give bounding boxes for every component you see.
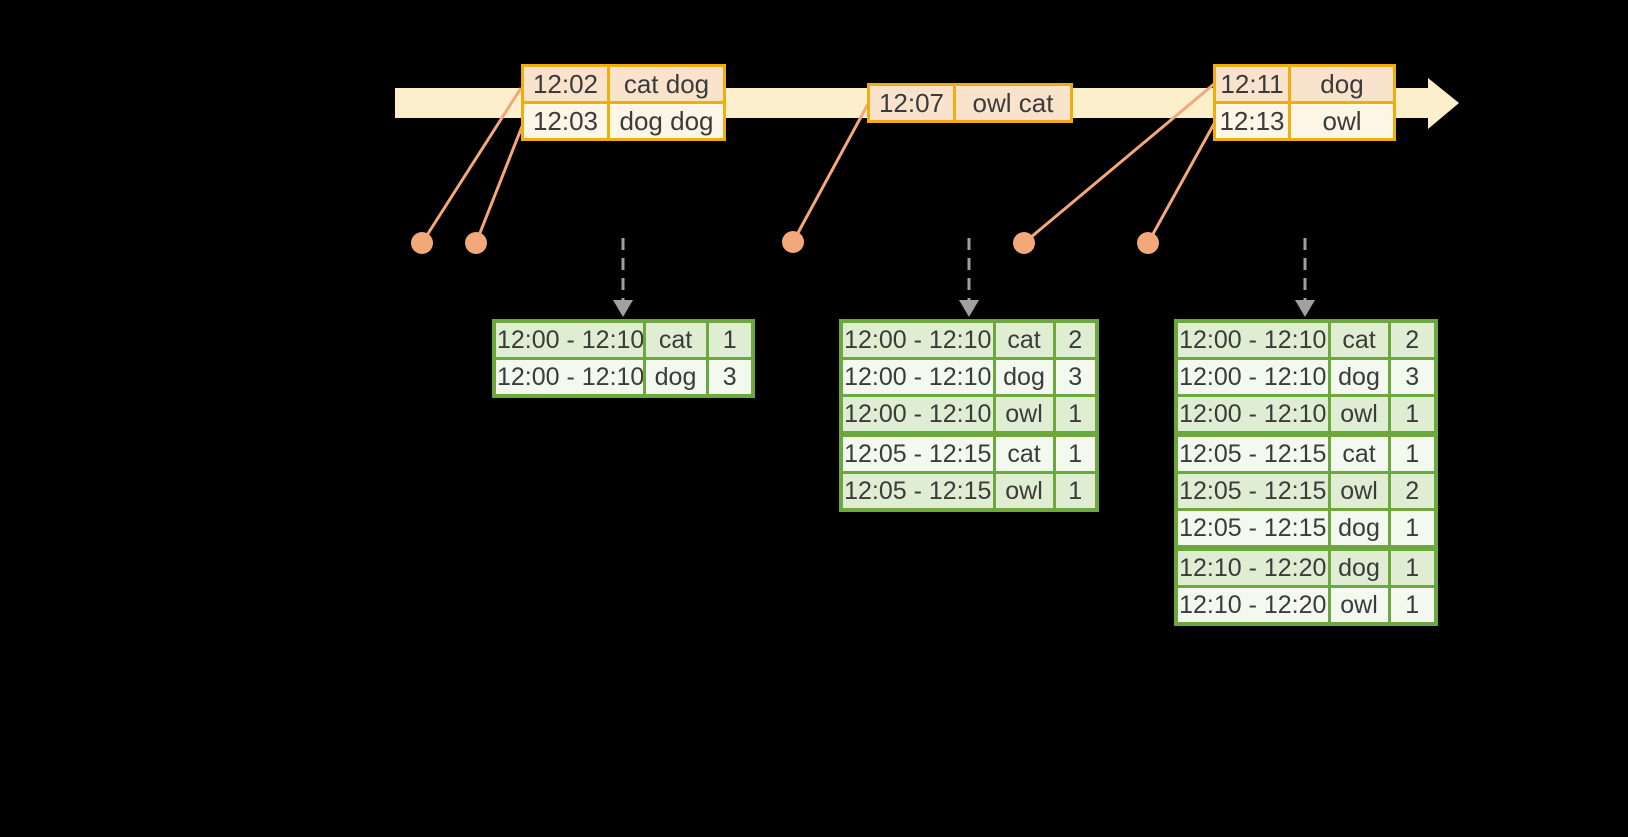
table-cell: 1	[1052, 431, 1099, 474]
table-cell: 12:00 - 12:10	[839, 357, 996, 397]
table-cell: 12:00 - 12:10	[1174, 394, 1331, 436]
table-cell: owl	[992, 394, 1056, 436]
table-cell: 2	[1387, 471, 1438, 511]
table-cell: 1	[1052, 471, 1099, 512]
table-cell: 1	[1387, 545, 1438, 588]
event-connector-line	[474, 123, 525, 244]
table-cell: cat	[642, 319, 709, 360]
table-cell: cat	[992, 431, 1056, 474]
table-cell: 3	[705, 357, 755, 398]
event-dot	[465, 232, 487, 254]
table-cell: 12:05 - 12:15	[1174, 508, 1331, 550]
table-cell: cat	[992, 319, 1056, 360]
table-cell: dog	[992, 357, 1056, 397]
table-cell: owl	[1327, 394, 1391, 436]
trigger-arrowhead-icon	[1295, 300, 1315, 317]
event-dot	[782, 231, 804, 253]
event-dot	[411, 232, 433, 254]
table-cell: 3	[1387, 357, 1438, 397]
table-cell: cat dog	[607, 64, 726, 104]
table-cell: owl	[1288, 101, 1396, 141]
table-cell: 12:02	[521, 64, 610, 104]
table-cell: 2	[1052, 319, 1099, 360]
table-cell: 12:00 - 12:10	[1174, 319, 1331, 360]
table-cell: 12:05 - 12:15	[1174, 431, 1331, 474]
table-cell: 12:05 - 12:15	[1174, 471, 1331, 511]
table-cell: dog dog	[607, 101, 726, 141]
table-cell: dog	[1327, 357, 1391, 397]
table-cell: 12:11	[1213, 64, 1291, 104]
table-cell: 12:00 - 12:10	[839, 319, 996, 360]
table-cell: cat	[1327, 431, 1391, 474]
event-connector-line	[420, 87, 523, 244]
table-cell: 12:13	[1213, 101, 1291, 141]
event-connector-line	[1023, 82, 1215, 245]
table-cell: owl	[1327, 585, 1391, 626]
event-dot	[1137, 232, 1159, 254]
table-cell: owl cat	[953, 83, 1073, 123]
table-cell: 12:07	[867, 83, 956, 123]
table-cell: 2	[1387, 319, 1438, 360]
table-cell: 12:10 - 12:20	[1174, 545, 1331, 588]
table-cell: 1	[705, 319, 755, 360]
table-cell: 12:00 - 12:10	[492, 357, 646, 398]
table-cell: dog	[1288, 64, 1396, 104]
trigger-arrowhead-icon	[613, 300, 633, 317]
table-cell: dog	[1327, 545, 1391, 588]
event-connector-line	[1146, 121, 1217, 244]
table-cell: 12:05 - 12:15	[839, 471, 996, 512]
table-cell: 12:05 - 12:15	[839, 431, 996, 474]
table-cell: 1	[1387, 585, 1438, 626]
table-cell: dog	[642, 357, 709, 398]
event-connector-line	[791, 103, 870, 243]
table-cell: owl	[992, 471, 1056, 512]
trigger-arrowhead-icon	[959, 300, 979, 317]
table-cell: 1	[1052, 394, 1099, 436]
table-cell: 12:00 - 12:10	[1174, 357, 1331, 397]
table-cell: 12:00 - 12:10	[839, 394, 996, 436]
table-cell: 3	[1052, 357, 1099, 397]
table-cell: 12:03	[521, 101, 610, 141]
event-dot	[1013, 232, 1035, 254]
table-cell: 1	[1387, 394, 1438, 436]
table-cell: 1	[1387, 431, 1438, 474]
table-cell: cat	[1327, 319, 1391, 360]
table-cell: dog	[1327, 508, 1391, 550]
table-cell: 12:10 - 12:20	[1174, 585, 1331, 626]
table-cell: 12:00 - 12:10	[492, 319, 646, 360]
timeline-arrowhead-icon	[1428, 78, 1459, 129]
table-cell: owl	[1327, 471, 1391, 511]
table-cell: 1	[1387, 508, 1438, 550]
